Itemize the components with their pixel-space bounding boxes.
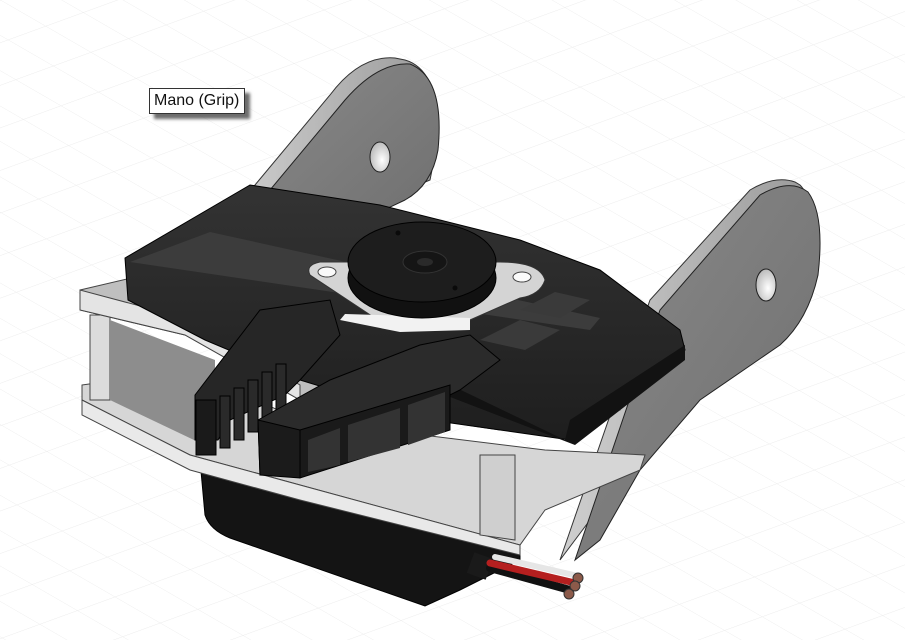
servo-horn-disc[interactable] — [347, 221, 497, 319]
pivot-hole — [755, 268, 777, 302]
mount-hole — [512, 271, 532, 283]
rail-slot — [480, 320, 560, 350]
rail-slot — [520, 292, 590, 318]
servo-cable[interactable] — [466, 552, 584, 600]
gripper-claw-right[interactable] — [257, 334, 501, 479]
part-label-tooltip: Mano (Grip) — [149, 88, 246, 114]
mount-hole — [317, 266, 337, 278]
gripper-claw-left[interactable] — [194, 299, 341, 456]
wire-end-copper — [563, 588, 575, 600]
pivot-hole — [369, 141, 391, 173]
wire-end-copper — [569, 580, 581, 592]
